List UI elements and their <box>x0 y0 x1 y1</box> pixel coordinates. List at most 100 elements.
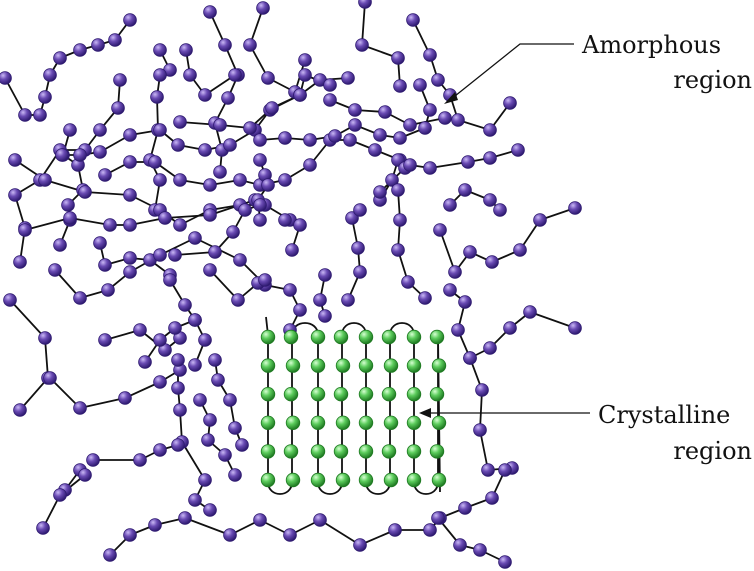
amorphous-bead <box>98 168 112 182</box>
amorphous-bead <box>461 155 475 169</box>
amorphous-bead <box>203 5 217 19</box>
amorphous-bead <box>443 198 457 212</box>
amorphous-bead <box>178 298 192 312</box>
amorphous-bead <box>93 236 107 250</box>
amorphous-bead <box>153 43 167 57</box>
amorphous-chain-15 <box>259 84 431 141</box>
amorphous-bead <box>353 538 367 552</box>
amorphous-bead <box>108 33 122 47</box>
crystalline-bead <box>333 444 349 459</box>
crystalline-bead <box>383 472 399 488</box>
amorphous-bead <box>235 438 249 452</box>
amorphous-bead <box>243 121 257 135</box>
amorphous-bead <box>18 223 32 237</box>
amorphous-bead <box>123 218 137 232</box>
amorphous-bead <box>438 111 452 125</box>
amorphous-bead <box>228 468 242 482</box>
crystalline-bead <box>310 415 326 431</box>
amorphous-bead <box>228 68 242 82</box>
crystalline-bead <box>406 472 422 488</box>
crystalline-bead <box>358 444 374 459</box>
amorphous-bead <box>303 158 317 172</box>
amorphous-bead <box>198 143 212 157</box>
amorphous-bead <box>341 293 355 307</box>
amorphous-bead <box>373 128 387 142</box>
amorphous-bead <box>98 333 112 347</box>
amorphous-bead <box>231 293 245 307</box>
amorphous-bead <box>298 53 312 67</box>
amorphous-chain-42 <box>42 474 86 529</box>
amorphous-bead <box>481 463 495 477</box>
amorphous-bead <box>233 173 247 187</box>
amorphous-bead <box>423 103 437 117</box>
amorphous-bead <box>43 68 57 82</box>
amorphous-bead <box>171 353 185 367</box>
amorphous-bead <box>278 173 292 187</box>
amorphous-bead <box>393 79 407 93</box>
crystalline-bead <box>285 358 301 373</box>
amorphous-bead <box>168 248 182 262</box>
amorphous-bead <box>388 523 402 537</box>
amorphous-chain-28 <box>449 189 501 211</box>
amorphous-bead <box>38 331 52 345</box>
amorphous-bead <box>13 255 27 269</box>
amorphous-bead <box>86 453 100 467</box>
crystalline-bead <box>431 472 447 488</box>
crystalline-bead <box>260 415 276 431</box>
amorphous-bead <box>173 218 187 232</box>
amorphous-bead <box>393 131 407 145</box>
crystalline-bead <box>310 444 326 459</box>
amorphous-bead <box>423 161 437 175</box>
amorphous-bead <box>498 463 512 477</box>
amorphous-bead <box>568 201 582 215</box>
amorphous-bead <box>173 173 187 187</box>
amorphous-bead <box>218 38 232 52</box>
crystalline-bead <box>285 415 301 431</box>
amorphous-bead <box>253 198 267 212</box>
amorphous-bead <box>73 401 87 415</box>
amorphous-bead <box>218 448 232 462</box>
amorphous-bead <box>458 295 472 309</box>
amorphous-bead <box>188 358 202 372</box>
amorphous-bead <box>3 293 17 307</box>
amorphous-bead <box>448 265 462 279</box>
amorphous-bead <box>485 491 499 505</box>
amorphous-bead <box>378 105 392 119</box>
amorphous-bead <box>203 503 217 517</box>
amorphous-leader-line <box>449 43 574 101</box>
crystalline-bead <box>381 444 397 459</box>
amorphous-bead <box>53 488 67 502</box>
amorphous-bead <box>198 333 212 347</box>
amorphous-bead <box>353 265 367 279</box>
crystalline-bead <box>406 358 422 373</box>
amorphous-bead <box>13 403 27 417</box>
amorphous-bead <box>483 193 497 207</box>
amorphous-bead <box>123 188 137 202</box>
amorphous-bead <box>123 155 137 169</box>
amorphous-bead <box>113 73 127 87</box>
amorphous-bead <box>228 421 242 435</box>
amorphous-bead <box>348 103 362 117</box>
crystalline-bead <box>381 329 397 345</box>
amorphous-bead <box>123 128 137 142</box>
amorphous-bead <box>318 309 332 323</box>
amorphous-bead <box>253 153 267 167</box>
amorphous-bead <box>473 543 487 557</box>
amorphous-bead <box>393 213 407 227</box>
crystalline-bead <box>429 387 445 402</box>
amorphous-bead <box>451 323 465 337</box>
amorphous-bead <box>443 283 457 297</box>
amorphous-bead <box>261 178 275 192</box>
amorphous-bead <box>153 333 167 347</box>
crystalline-bead <box>383 415 399 431</box>
crystalline-bead <box>431 415 447 431</box>
amorphous-bead <box>265 101 279 115</box>
amorphous-bead <box>293 303 307 317</box>
crystalline-bead <box>260 358 276 373</box>
amorphous-bead <box>53 238 67 252</box>
crystalline-bead <box>358 329 374 345</box>
crystalline-bead <box>406 415 422 431</box>
amorphous-bead <box>323 78 337 92</box>
amorphous-bead <box>203 263 217 277</box>
amorphous-bead <box>355 38 369 52</box>
